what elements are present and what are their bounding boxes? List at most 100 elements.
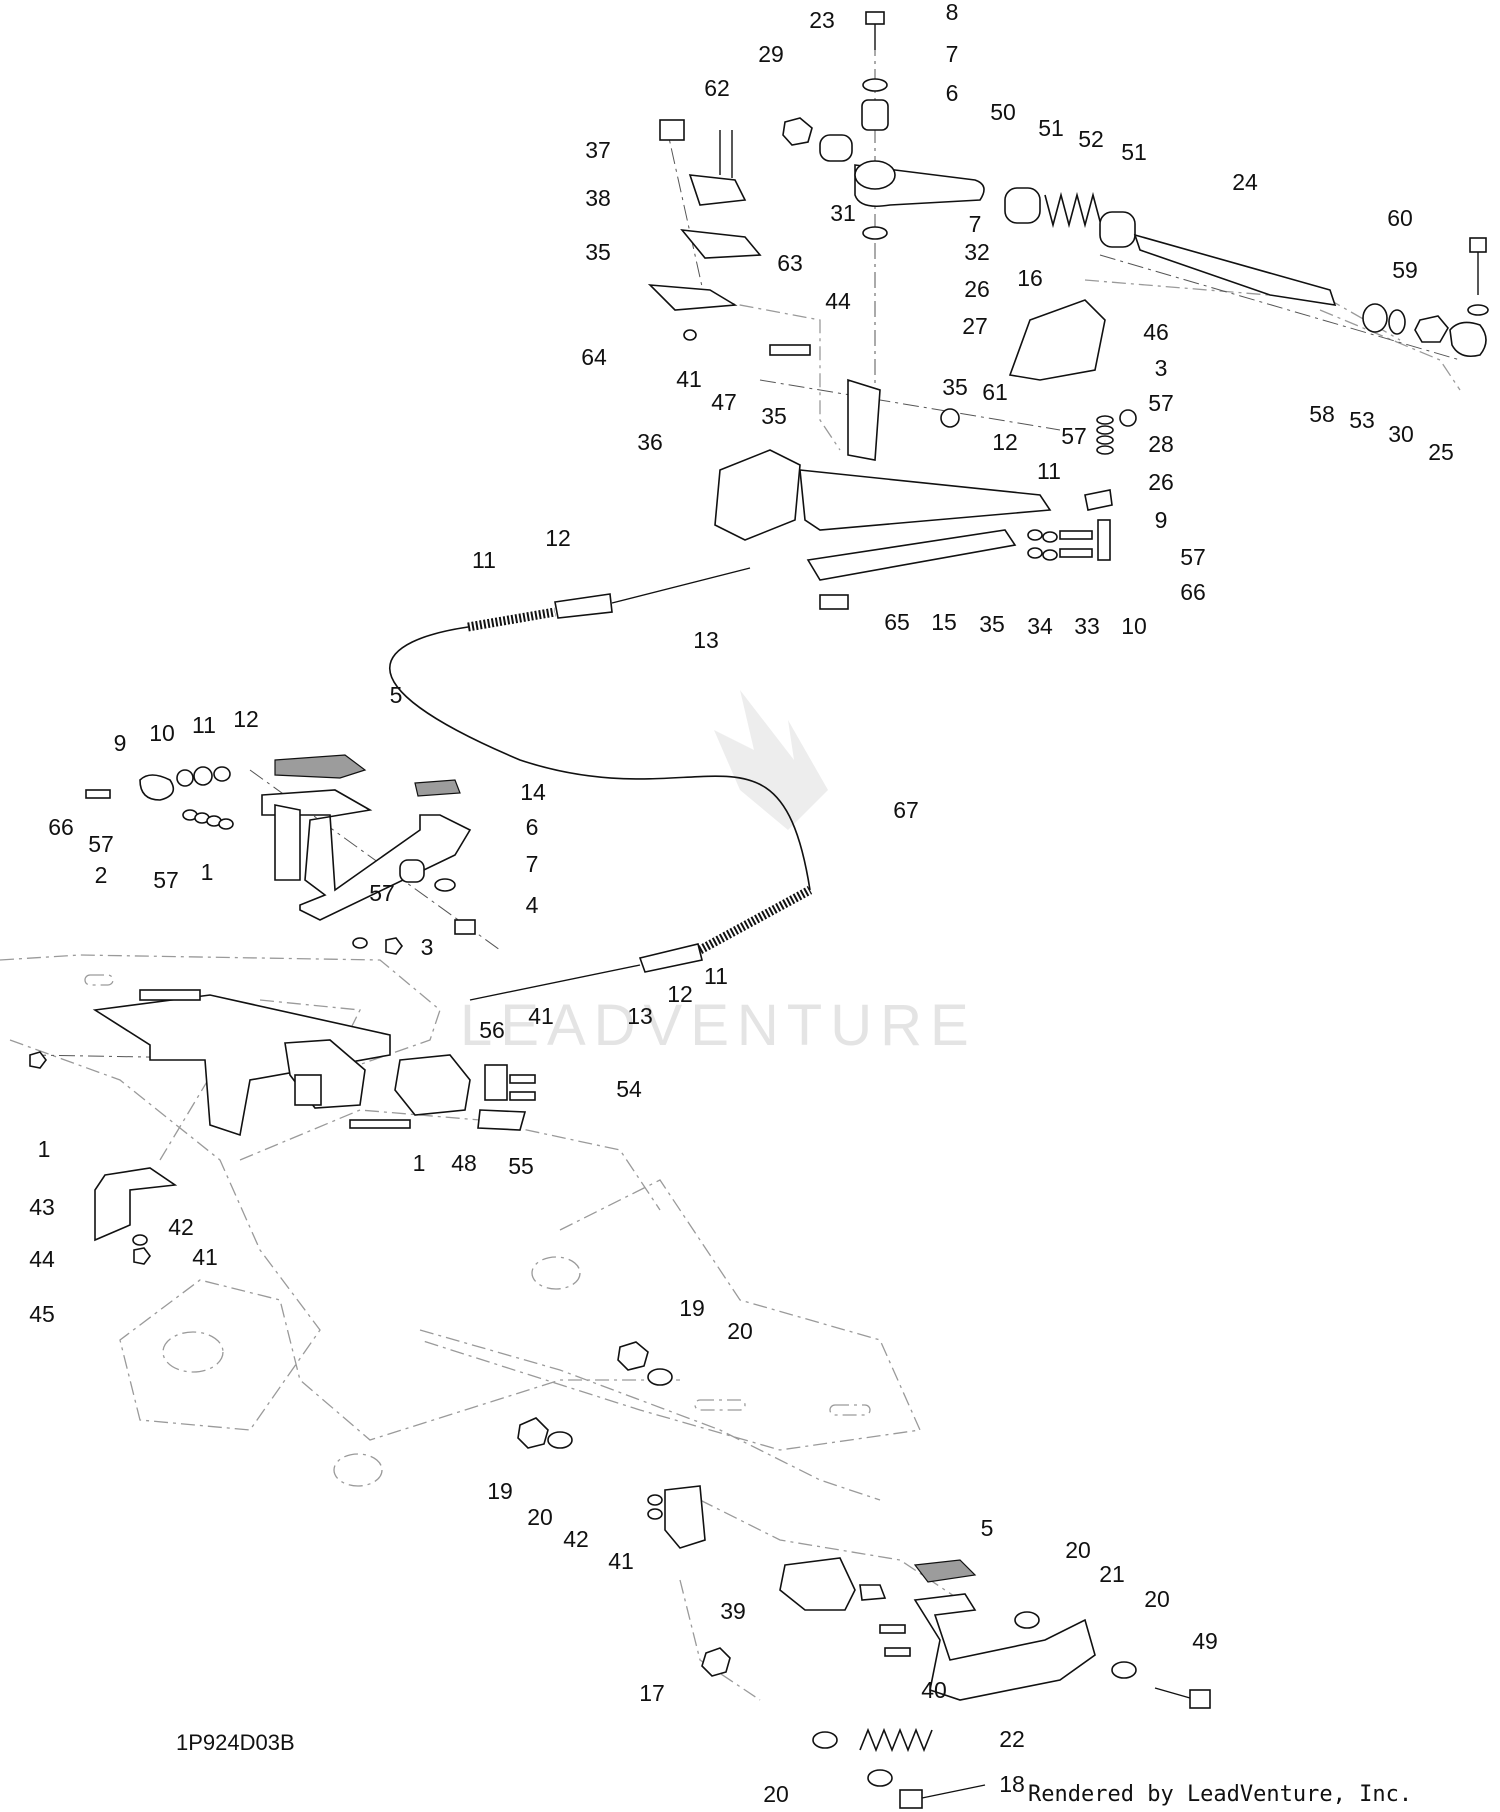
part-callout: 35 xyxy=(761,403,787,429)
part-callout: 1 xyxy=(413,1150,426,1176)
part-callout: 11 xyxy=(192,712,216,738)
part-callout: 20 xyxy=(1144,1586,1170,1612)
part-callout: 20 xyxy=(1065,1537,1091,1563)
part-callout: 16 xyxy=(1017,265,1043,291)
part-callout: 4 xyxy=(526,892,539,918)
part-callout: 1 xyxy=(201,859,214,885)
part-callout: 35 xyxy=(942,374,968,400)
part-callout: 20 xyxy=(527,1504,553,1530)
part-callout: 66 xyxy=(1180,579,1206,605)
part-callout: 35 xyxy=(979,611,1005,637)
part-callout: 22 xyxy=(999,1726,1025,1752)
part-callout: 5 xyxy=(981,1515,994,1541)
part-callout: 27 xyxy=(962,313,988,339)
part-callout: 21 xyxy=(1099,1561,1125,1587)
part-callout: 26 xyxy=(1148,469,1174,495)
part-callout: 24 xyxy=(1232,169,1258,195)
part-callout: 57 xyxy=(369,880,395,906)
part-callout: 58 xyxy=(1309,401,1335,427)
upper-assembly xyxy=(647,11,1489,610)
part-callout: 3 xyxy=(1155,355,1168,381)
part-callout: 64 xyxy=(581,344,607,370)
part-callout: 19 xyxy=(679,1295,705,1321)
part-callout: 12 xyxy=(992,429,1018,455)
part-callout: 25 xyxy=(1428,439,1454,465)
part-callout: 34 xyxy=(1027,613,1053,639)
part-callout: 10 xyxy=(1121,613,1147,639)
part-callout: 11 xyxy=(704,963,728,989)
part-callout: 42 xyxy=(563,1526,589,1552)
part-callout: 3 xyxy=(421,934,434,960)
part-callout: 7 xyxy=(526,851,539,877)
part-callout: 42 xyxy=(168,1214,194,1240)
part-callout: 12 xyxy=(545,525,571,551)
part-callout: 28 xyxy=(1148,431,1174,457)
part-callout: 51 xyxy=(1038,115,1064,141)
part-callout: 57 xyxy=(1180,544,1206,570)
render-credit: Rendered by LeadVenture, Inc. xyxy=(1028,1782,1412,1807)
part-callout: 65 xyxy=(884,609,910,635)
part-callout: 26 xyxy=(964,276,990,302)
part-callout: 62 xyxy=(704,75,730,101)
part-callout: 1 xyxy=(38,1136,51,1162)
watermark-text: LEADVENTURE xyxy=(460,993,977,1058)
part-callout: 43 xyxy=(29,1194,55,1220)
part-callout: 56 xyxy=(479,1017,505,1043)
part-callout: 51 xyxy=(1121,139,1147,165)
part-callout: 45 xyxy=(29,1301,55,1327)
part-callout: 13 xyxy=(693,627,719,653)
part-callout: 11 xyxy=(472,547,496,573)
part-callout: 41 xyxy=(528,1003,554,1029)
part-callout: 57 xyxy=(153,867,179,893)
part-callout: 11 xyxy=(1037,458,1061,484)
part-callout: 55 xyxy=(508,1153,534,1179)
part-callout: 5 xyxy=(390,682,403,708)
part-callout: 19 xyxy=(487,1478,513,1504)
part-callout: 38 xyxy=(585,185,611,211)
part-callout: 36 xyxy=(637,429,663,455)
part-callout: 30 xyxy=(1388,421,1414,447)
part-callout: 33 xyxy=(1074,613,1100,639)
part-callout: 59 xyxy=(1392,257,1418,283)
part-callout: 63 xyxy=(777,250,803,276)
part-callout: 57 xyxy=(1148,390,1174,416)
part-callout: 7 xyxy=(969,211,982,237)
left-pedal-assembly xyxy=(85,754,476,955)
part-callout: 66 xyxy=(48,814,74,840)
part-callout: 2 xyxy=(95,862,108,888)
part-callout: 50 xyxy=(990,99,1016,125)
part-callout: 46 xyxy=(1143,319,1169,345)
part-callout: 44 xyxy=(29,1246,55,1272)
part-callout: 8 xyxy=(946,0,959,25)
part-callout: 23 xyxy=(809,7,835,33)
lower-pedal-assembly xyxy=(517,1341,1211,1809)
part-callout: 6 xyxy=(526,814,539,840)
part-callout: 29 xyxy=(758,41,784,67)
part-callout: 67 xyxy=(893,797,919,823)
part-callout: 20 xyxy=(763,1781,789,1807)
diagram-id: 1P924D03B xyxy=(176,1730,295,1755)
part-callout: 57 xyxy=(1061,423,1087,449)
part-callout: 20 xyxy=(727,1318,753,1344)
watermark-logo xyxy=(714,690,828,830)
part-callout: 10 xyxy=(149,720,175,746)
part-callout: 17 xyxy=(639,1680,665,1706)
control-cable xyxy=(389,567,813,1001)
part-callout: 61 xyxy=(982,379,1008,405)
part-callout: 41 xyxy=(608,1548,634,1574)
part-callout: 53 xyxy=(1349,407,1375,433)
part-callout: 12 xyxy=(233,706,259,732)
part-callout: 52 xyxy=(1078,126,1104,152)
watermark: LEADVENTURE xyxy=(460,690,977,1058)
part-callout: 37 xyxy=(585,137,611,163)
part-callout: 40 xyxy=(921,1677,947,1703)
part-callout: 12 xyxy=(667,981,693,1007)
part-callout: 18 xyxy=(999,1771,1025,1797)
part-callout: 39 xyxy=(720,1598,746,1624)
part-callout: 41 xyxy=(676,366,702,392)
part-callout: 31 xyxy=(830,200,856,226)
part-callout: 9 xyxy=(1155,507,1168,533)
part-callout: 57 xyxy=(88,831,114,857)
